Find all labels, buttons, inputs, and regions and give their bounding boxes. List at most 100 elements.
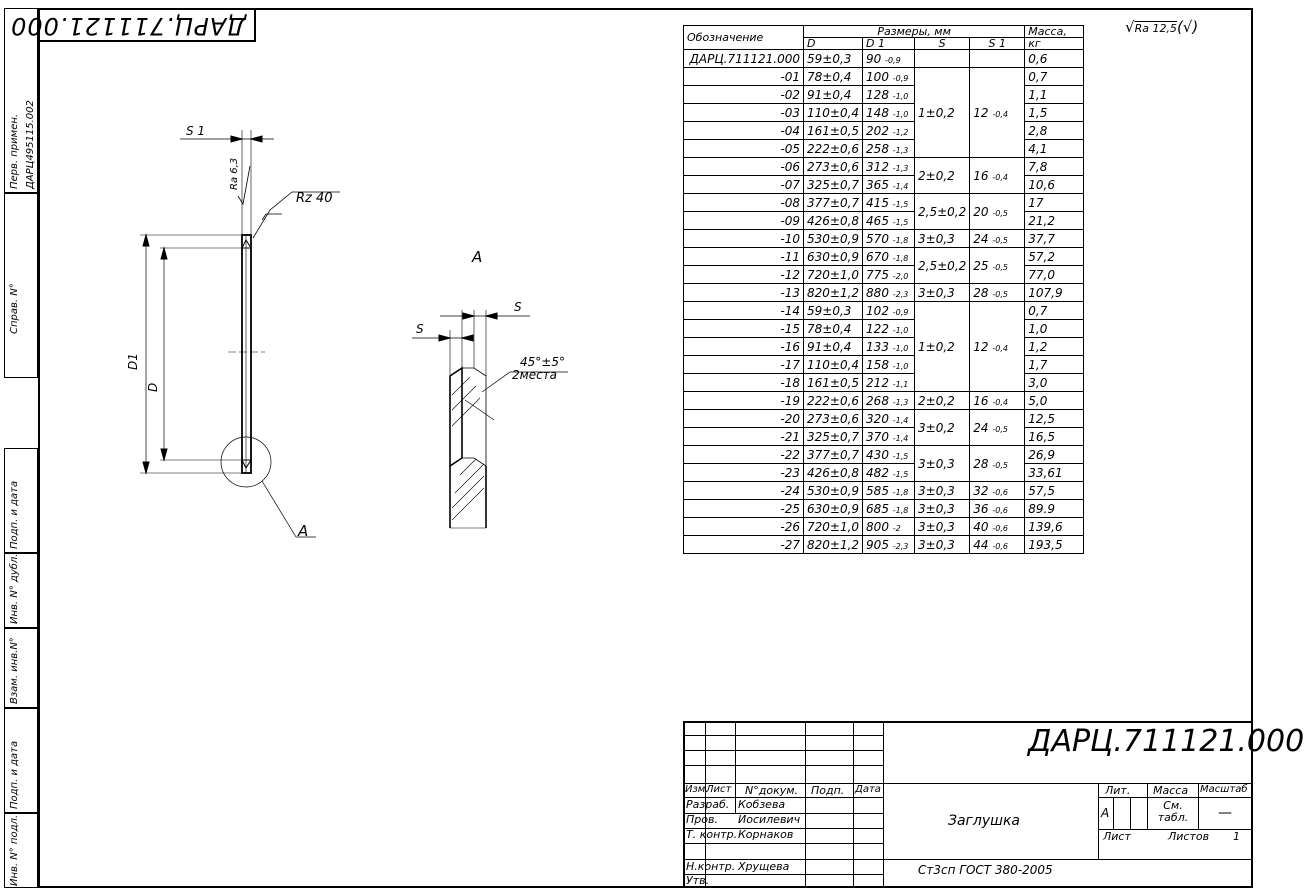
cell-s1-tolerance: -0,5 <box>992 460 1008 470</box>
tb-sheet: Лист <box>1103 830 1131 843</box>
cell-d1: 148 -1,0 <box>862 103 916 122</box>
cell-mass: 4,1 <box>1024 139 1085 158</box>
tb-podp: Подп. <box>811 784 845 797</box>
cell-d1: 482 -1,5 <box>862 463 916 482</box>
cell-s: 3±0,3 <box>914 229 971 248</box>
cell-s: 3±0,3 <box>914 535 971 554</box>
podp-data-cell-1: Подп. и дата <box>4 448 38 553</box>
cell-d1-tolerance: -1,8 <box>892 235 909 245</box>
cell-designation: -10 <box>683 229 804 248</box>
cell-d: 820±1,2 <box>802 535 864 554</box>
drawing-frame <box>38 8 1253 888</box>
cell-s1-tolerance: -0,5 <box>992 424 1008 434</box>
cell-mass: 37,7 <box>1024 229 1085 248</box>
cell-designation: -25 <box>683 499 804 518</box>
cell-d1: 158 -1,0 <box>862 355 916 374</box>
cell-designation: -18 <box>683 373 804 392</box>
cell-s: 3±0,3 <box>914 445 971 482</box>
cell-mass: 33,61 <box>1024 463 1085 482</box>
cell-d1: 585 -1,8 <box>862 481 916 500</box>
cell-mass: 57,2 <box>1024 247 1085 266</box>
s1-dim-label: S 1 <box>186 124 206 138</box>
chamfer-note: 2места <box>512 368 558 382</box>
cell-s: 3±0,3 <box>914 517 971 536</box>
cell-designation: -01 <box>683 67 804 86</box>
cell-designation: -06 <box>683 157 804 176</box>
cell-mass: 1,7 <box>1024 355 1085 374</box>
cell-d1-tolerance: -1,0 <box>892 343 909 353</box>
cell-d1: 128 -1,0 <box>862 85 916 104</box>
cell-d1-tolerance: -1,8 <box>892 487 909 497</box>
chamfer-label: 45°±5° <box>520 355 565 369</box>
cell-designation: -14 <box>683 301 804 320</box>
sprav-cell: Справ. N° <box>4 193 38 378</box>
tb-masshtab-value: — <box>1218 805 1232 821</box>
cell-mass: 2,8 <box>1024 121 1085 140</box>
cell-d1: 685 -1,8 <box>862 499 916 518</box>
general-roughness: √Ra 12,5(√) <box>1125 18 1198 36</box>
cell-mass: 1,2 <box>1024 337 1085 356</box>
d1-dim-label: D1 <box>126 353 140 370</box>
cell-d1-tolerance: -1,2 <box>892 127 909 137</box>
cell-d1: 133 -1,0 <box>862 337 916 356</box>
cell-designation: -09 <box>683 211 804 230</box>
header-d1: D 1 <box>862 37 916 50</box>
ra-label: Ra 6,3 <box>229 157 240 190</box>
cell-d1-tolerance: -1,3 <box>892 163 909 173</box>
header-designation: Обозначение <box>683 25 804 50</box>
tb-utv: Утв. <box>686 874 710 887</box>
cell-s1-tolerance: -0,6 <box>992 523 1008 533</box>
roughness-value: Ra 12,5 <box>1134 22 1177 35</box>
cell-mass: 10,6 <box>1024 175 1085 194</box>
cell-d1: 370 -1,4 <box>862 427 916 446</box>
cell-s1-tolerance: -0,5 <box>992 289 1008 299</box>
cell-mass: 107,9 <box>1024 283 1085 302</box>
cell-s: 2,5±0,2 <box>914 193 971 230</box>
cell-d: 530±0,9 <box>802 481 864 500</box>
cell-d1: 880 -2,3 <box>862 283 916 302</box>
cell-d1-tolerance: -0,9 <box>892 307 909 317</box>
cell-d1-tolerance: -1,5 <box>892 217 909 227</box>
cell-designation: -13 <box>683 283 804 302</box>
cell-d1-tolerance: -2,0 <box>892 271 909 281</box>
tb-material: Ст3сп ГОСТ 380-2005 <box>918 863 1053 877</box>
cell-d: 91±0,4 <box>802 337 864 356</box>
cell-mass: 16,5 <box>1024 427 1085 446</box>
cell-s1-tolerance: -0,5 <box>992 262 1008 272</box>
cell-designation: -02 <box>683 85 804 104</box>
header-sizes: Размеры, мм <box>802 25 1026 38</box>
cell-mass: 1,1 <box>1024 85 1085 104</box>
tb-razrab-name: Кобзева <box>738 798 786 811</box>
cell-d: 325±0,7 <box>802 175 864 194</box>
cell-s1: 44 -0,6 <box>969 535 1026 554</box>
tb-t-kontr-name: Корнаков <box>738 828 794 841</box>
tb-n-kontr: Н.контр. <box>686 860 736 873</box>
cell-d: 222±0,6 <box>802 391 864 410</box>
cell-mass: 0,6 <box>1024 49 1085 68</box>
left-margin-stamp: Перв. примен. ДАРЦ495115.002 Справ. N° П… <box>4 8 38 888</box>
cell-d: 377±0,7 <box>802 193 864 212</box>
cell-s: 1±0,2 <box>914 67 971 158</box>
title-block: ДАРЦ.711121.000 Изм. Лист N°докум. Подп.… <box>683 721 1304 888</box>
root-symbol-icon: √ <box>1125 18 1135 36</box>
cell-d1: 905 -2,3 <box>862 535 916 554</box>
cell-s: 1±0,2 <box>914 301 971 392</box>
cell-d1: 100 -0,9 <box>862 67 916 86</box>
cell-d1: 775 -2,0 <box>862 265 916 284</box>
cell-mass: 1,0 <box>1024 319 1085 338</box>
tb-masshtab: Масштаб <box>1200 784 1248 795</box>
cell-mass: 7,8 <box>1024 157 1085 176</box>
cell-designation: -27 <box>683 535 804 554</box>
cell-d1: 465 -1,5 <box>862 211 916 230</box>
cell-mass: 5,0 <box>1024 391 1085 410</box>
cell-d: 222±0,6 <box>802 139 864 158</box>
cell-mass: 193,5 <box>1024 535 1085 554</box>
cell-d1-tolerance: -2,3 <box>892 541 909 551</box>
cell-d1: 212 -1,1 <box>862 373 916 392</box>
